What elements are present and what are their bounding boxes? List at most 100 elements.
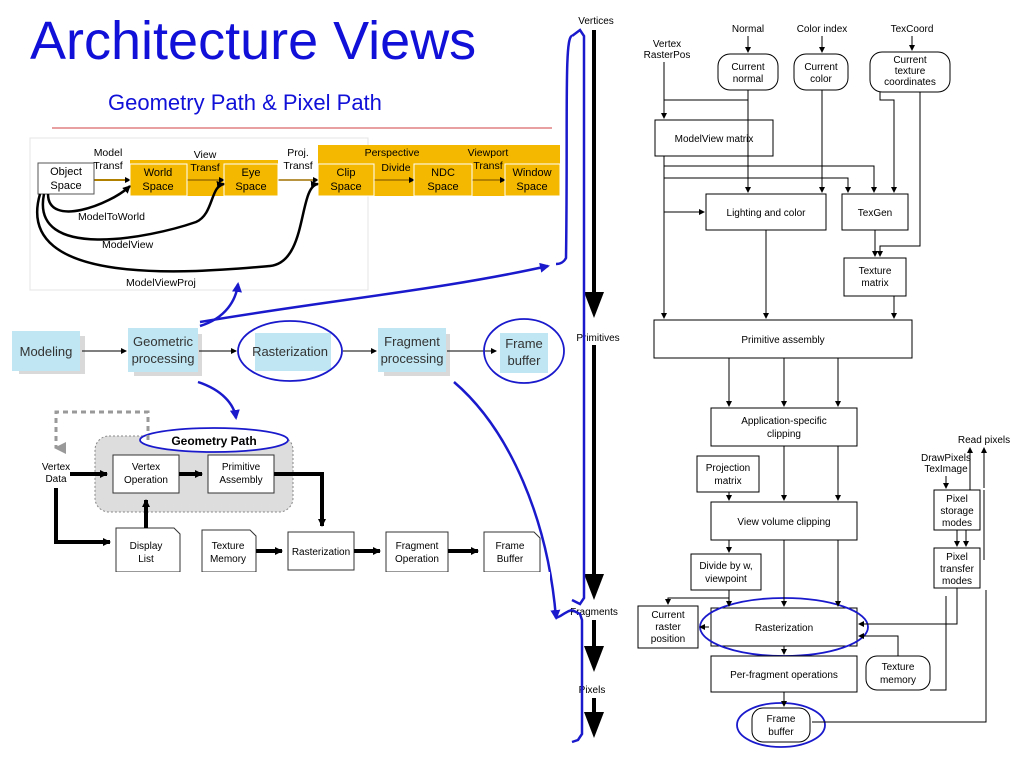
window-space-box (504, 163, 561, 197)
modeling-box (12, 331, 80, 371)
display-list-box (115, 527, 181, 573)
texture-memory-label-2: memory (880, 675, 916, 686)
vertex-input-label-1: Vertex (653, 39, 681, 50)
texgen-label: TexGen (858, 208, 892, 219)
current-texture-box (869, 51, 951, 93)
pixel-transfer-label-1: Pixel (946, 552, 968, 563)
model-transf-label-2: Transf (93, 160, 122, 172)
current-raster-label-3: position (651, 634, 685, 645)
modeltoworld-label: ModelToWorld (78, 211, 145, 223)
stages-column: Vertices Primitives Fragments Pixels (555, 16, 620, 744)
ndc-space-label-1: NDC (431, 167, 455, 179)
current-raster-label-1: Current (651, 610, 685, 621)
texture-matrix-label-2: matrix (861, 278, 888, 289)
perspective-divide-label-2: Divide (381, 162, 410, 174)
eye-space-label-1: Eye (242, 167, 261, 179)
fragment-label-1: Fragment (384, 334, 440, 349)
app-clipping-box (710, 407, 858, 447)
opengl-frame-buffer-label-1: Frame (767, 714, 796, 725)
view-volume-clipping-box (710, 501, 858, 541)
modelview-path (41, 181, 225, 241)
app-clipping-label-2: clipping (767, 429, 801, 440)
drawpixels-label-2: TexImage (924, 464, 968, 475)
modeling-label: Modeling (20, 344, 73, 359)
gp-frame-buffer-label-2: Buffer (497, 554, 524, 565)
gp-fragment-operation-box (385, 531, 449, 573)
pixel-bracket (571, 608, 584, 744)
window-space-label-2: Space (516, 181, 547, 193)
normal-input-label: Normal (732, 24, 764, 35)
object-space-box (37, 162, 95, 195)
vertex-input-label-2: RasterPos (644, 50, 691, 61)
current-raster-position-box (637, 605, 699, 649)
display-list-label-2: List (138, 554, 154, 565)
texgen-box (841, 193, 909, 231)
ndc-space-box (413, 163, 473, 197)
eye-space-box (223, 163, 279, 197)
view-transf-label-1: View (194, 149, 217, 161)
texture-memory-label-2: Memory (210, 554, 246, 565)
geometry-path-panel: Geometry Path Vertex Data Vertex Operati… (30, 410, 550, 582)
stage-fragments-label: Fragments (570, 607, 618, 618)
current-texture-label-1: Current (893, 55, 927, 66)
texture-memory-box (201, 529, 257, 573)
rasterization-highlight (237, 320, 343, 382)
texture-memory-label-1: Texture (882, 662, 915, 673)
modelviewproj-label: ModelViewProj (126, 277, 196, 289)
projection-matrix-box (696, 455, 760, 493)
lighting-color-box (705, 193, 827, 231)
vertex-operation-label-1: Vertex (132, 462, 160, 473)
perspective-divide-label-1: Perspective (365, 147, 420, 159)
drawpixels-label-1: DrawPixels (921, 453, 971, 464)
clip-space-box (317, 163, 375, 197)
texture-matrix-label-1: Texture (859, 266, 892, 277)
projection-matrix-label-1: Projection (706, 463, 750, 474)
fragment-processing-box (378, 328, 446, 372)
modelview-matrix-label: ModelView matrix (675, 134, 754, 145)
viewport-transf-label-1: Viewport (468, 147, 509, 159)
current-color-box (793, 53, 849, 91)
pixel-storage-label-3: modes (942, 518, 972, 529)
rasterization-label: Rasterization (252, 344, 328, 359)
color-index-input-label: Color index (797, 24, 848, 35)
per-fragment-operations-box (710, 655, 858, 693)
frame-buffer-box (500, 333, 548, 373)
pixel-transfer-label-2: transfer (940, 564, 975, 575)
primitive-assembly-label-1: Primitive (222, 462, 261, 473)
ndc-space-label-2: Space (427, 181, 458, 193)
object-space-label-2: Space (50, 180, 81, 192)
stage-vertices-label: Vertices (578, 16, 614, 27)
divide-by-w-label-2: viewpoint (705, 574, 747, 585)
blue-connectors (197, 262, 561, 620)
page-subtitle: Geometry Path & Pixel Path (108, 90, 382, 115)
viewport-transf-label-2: Transf (473, 160, 502, 172)
gp-frame-buffer-box (483, 531, 541, 573)
rasterization-box (255, 333, 331, 371)
gp-fragment-operation-label-2: Operation (395, 554, 439, 565)
pixel-storage-label-2: storage (940, 506, 974, 517)
modelview-label: ModelView (102, 239, 154, 251)
display-list-label-1: Display (130, 541, 163, 552)
projection-matrix-label-2: matrix (714, 476, 741, 487)
gp-rasterization-label: Rasterization (292, 547, 350, 558)
opengl-rasterization-box (710, 607, 858, 647)
geometric-label-2: processing (132, 351, 195, 366)
geometry-bracket (571, 28, 586, 606)
gp-fragment-operation-label-1: Fragment (396, 541, 439, 552)
graphics-pipeline: Modeling Geometric processing Rasterizat… (12, 318, 565, 384)
frame-buffer-label-2: buffer (507, 353, 541, 368)
opengl-frame-buffer-label-2: buffer (768, 727, 794, 738)
opengl-pipeline: Vertex RasterPos Normal Color index TexC… (637, 24, 1010, 748)
texcoord-input-label: TexCoord (891, 24, 934, 35)
proj-transf-label-1: Proj. (287, 147, 309, 159)
clip-space-label-1: Clip (337, 167, 356, 179)
current-raster-label-2: raster (655, 622, 681, 633)
proj-transf-label-2: Transf (283, 160, 312, 172)
geometry-path-title-ellipse (139, 427, 289, 453)
view-transf-label-2: Transf (190, 162, 219, 174)
pixel-storage-modes-box (933, 489, 981, 531)
window-space-label-1: Window (512, 167, 551, 179)
geometry-path-title: Geometry Path (171, 434, 256, 448)
eye-space-label-2: Space (235, 181, 266, 193)
